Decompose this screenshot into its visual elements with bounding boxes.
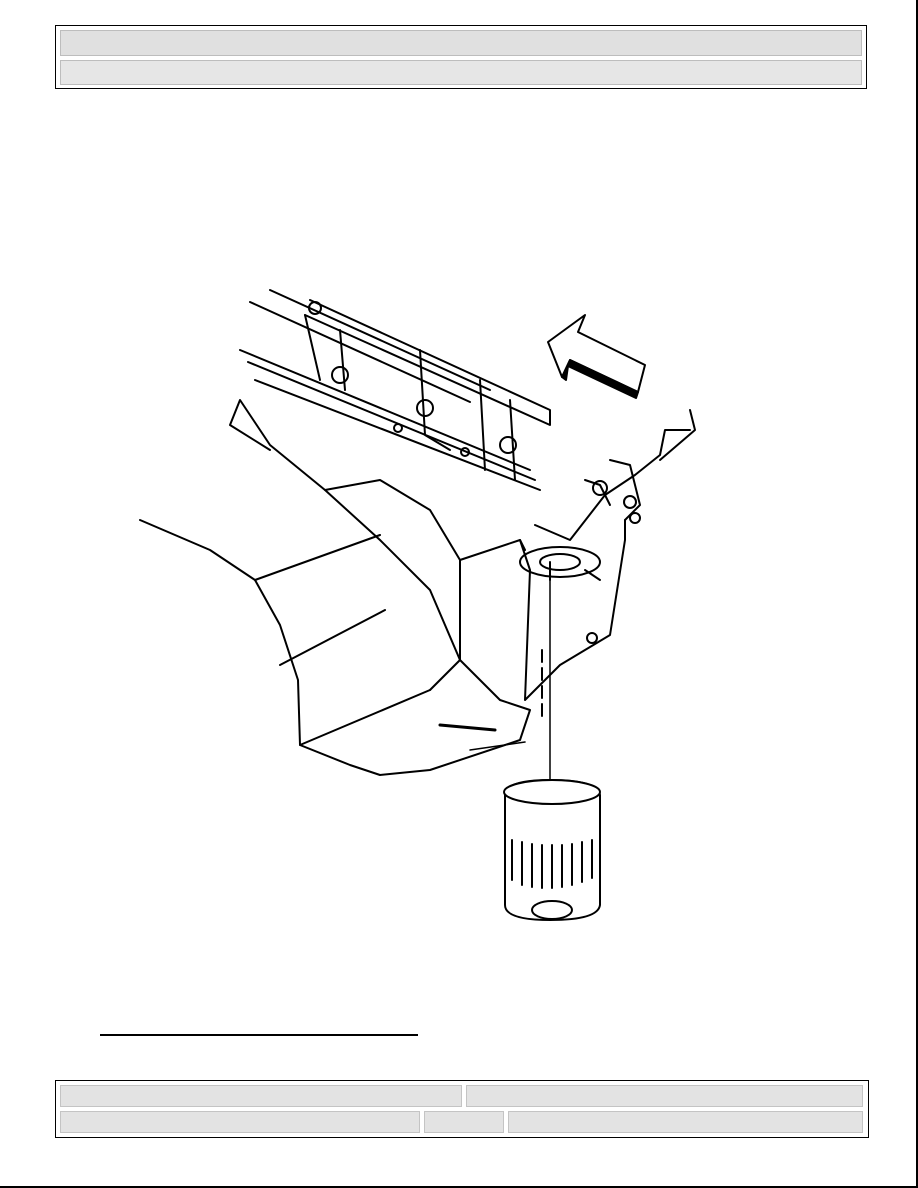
footer-cell-2-3 xyxy=(507,1110,864,1134)
footer-cell-1-2 xyxy=(465,1084,864,1108)
direction-arrow-icon xyxy=(547,314,646,399)
header-title-cell xyxy=(59,29,863,57)
oil-filter-illustration xyxy=(130,280,710,930)
oil-filter-icon xyxy=(503,779,601,921)
filter-mount-bracket xyxy=(519,409,696,701)
engine-block-rails xyxy=(239,289,551,491)
footer-cell-2-1 xyxy=(59,1110,421,1134)
footer-table xyxy=(55,1080,869,1138)
section-divider-line xyxy=(100,1034,418,1036)
header-table xyxy=(55,25,867,89)
oil-pan-housing xyxy=(139,399,531,776)
footer-cell-2-2 xyxy=(423,1110,505,1134)
header-subtitle-cell xyxy=(59,59,863,86)
footer-cell-1-1 xyxy=(59,1084,463,1108)
